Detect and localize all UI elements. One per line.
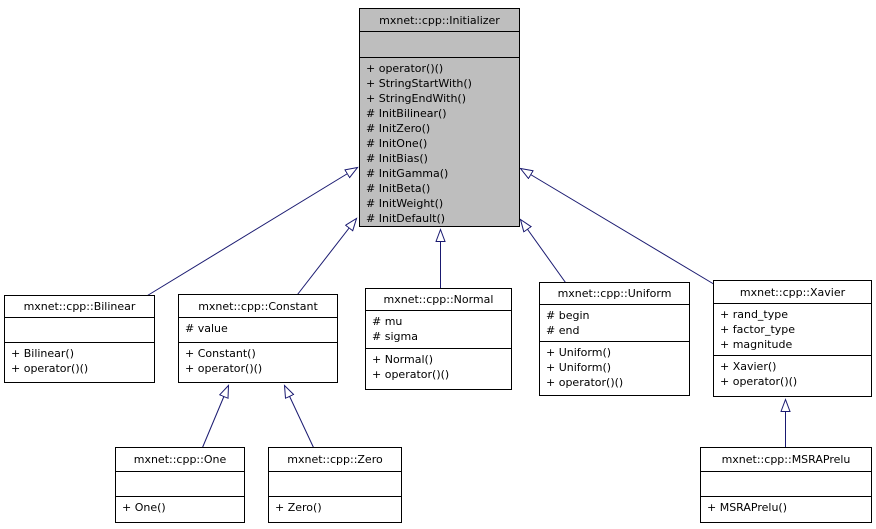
method-row: + operator()() xyxy=(11,362,89,375)
class-methods-compartment: + Normal() + operator()() xyxy=(366,349,511,389)
method-row: + operator()() xyxy=(185,362,263,375)
class-methods-compartment: + Bilinear() + operator()() xyxy=(5,343,154,382)
class-title: mxnet::cpp::Constant xyxy=(179,295,337,318)
class-node-bilinear[interactable]: mxnet::cpp::Bilinear+ Bilinear()+ operat… xyxy=(4,295,155,383)
class-attributes-compartment: # mu # sigma xyxy=(366,311,511,349)
method-row: # InitWeight() xyxy=(366,197,444,210)
method-row: + Constant() xyxy=(185,347,256,360)
class-node-msraprelu[interactable]: mxnet::cpp::MSRAPrelu+ MSRAPrelu() xyxy=(700,447,872,523)
attribute-row: # begin xyxy=(546,309,590,322)
class-attributes-compartment: + rand_type + factor_type + magnitude xyxy=(714,304,871,356)
method-row: + Bilinear() xyxy=(11,347,75,360)
method-row: + operator()() xyxy=(366,62,444,75)
method-row: # InitDefault() xyxy=(366,212,446,225)
class-attributes-compartment xyxy=(116,472,244,497)
inheritance-edge-xavier-to-initializer xyxy=(521,169,715,285)
class-title: mxnet::cpp::MSRAPrelu xyxy=(701,448,871,472)
attribute-row: # value xyxy=(185,322,228,335)
class-methods-compartment: + Constant() + operator()() xyxy=(179,343,337,382)
class-methods-compartment: + MSRAPrelu() xyxy=(701,497,871,522)
method-row: + StringEndWith() xyxy=(366,92,467,105)
attribute-row: + rand_type xyxy=(720,308,789,321)
method-row: + One() xyxy=(122,501,166,514)
method-row: # InitOne() xyxy=(366,137,428,150)
method-row: + Uniform() xyxy=(546,361,612,374)
class-title: mxnet::cpp::Bilinear xyxy=(5,296,154,318)
method-row: + Xavier() xyxy=(720,360,777,373)
attribute-row: # sigma xyxy=(372,330,418,343)
attribute-row: + factor_type xyxy=(720,323,796,336)
method-row: + Uniform() xyxy=(546,346,612,359)
class-node-normal[interactable]: mxnet::cpp::Normal# mu# sigma+ Normal()+… xyxy=(365,288,512,390)
class-node-zero[interactable]: mxnet::cpp::Zero+ Zero() xyxy=(268,447,402,523)
class-node-one[interactable]: mxnet::cpp::One+ One() xyxy=(115,447,245,523)
method-row: # InitBias() xyxy=(366,152,428,165)
class-node-xavier[interactable]: mxnet::cpp::Xavier+ rand_type+ factor_ty… xyxy=(713,280,872,397)
class-node-constant[interactable]: mxnet::cpp::Constant# value+ Constant()+… xyxy=(178,294,338,383)
class-attributes-compartment xyxy=(701,472,871,497)
method-row: + operator()() xyxy=(546,376,624,389)
class-methods-compartment: + operator()() + StringStartWith() + Strin… xyxy=(360,58,519,226)
class-title: mxnet::cpp::One xyxy=(116,448,244,472)
method-row: # InitZero() xyxy=(366,122,431,135)
class-node-uniform[interactable]: mxnet::cpp::Uniform# begin# end+ Uniform… xyxy=(539,282,690,396)
class-title: mxnet::cpp::Initializer xyxy=(360,9,519,32)
inheritance-edge-one-to-constant xyxy=(202,386,229,448)
class-title: mxnet::cpp::Xavier xyxy=(714,281,871,304)
class-attributes-compartment xyxy=(269,472,401,497)
class-methods-compartment: + Zero() xyxy=(269,497,401,522)
method-row: # InitGamma() xyxy=(366,167,449,180)
method-row: + Normal() xyxy=(372,353,434,366)
class-methods-compartment: + One() xyxy=(116,497,244,522)
class-attributes-compartment xyxy=(5,318,154,343)
method-row: + Zero() xyxy=(275,501,322,514)
class-title: mxnet::cpp::Zero xyxy=(269,448,401,472)
class-attributes-compartment xyxy=(360,32,519,58)
inheritance-edge-constant-to-initializer xyxy=(297,219,357,295)
inheritance-edge-bilinear-to-initializer xyxy=(147,168,358,296)
class-methods-compartment: + Xavier() + operator()() xyxy=(714,356,871,396)
inheritance-edge-uniform-to-initializer xyxy=(521,220,566,283)
inheritance-edge-zero-to-constant xyxy=(285,386,314,448)
method-row: + MSRAPrelu() xyxy=(707,501,788,514)
class-attributes-compartment: # begin # end xyxy=(540,305,689,342)
class-title: mxnet::cpp::Normal xyxy=(366,289,511,311)
attribute-row: + magnitude xyxy=(720,338,793,351)
method-row: # InitBilinear() xyxy=(366,107,447,120)
class-methods-compartment: + Uniform() + Uniform() + operator()() xyxy=(540,342,689,395)
method-row: + operator()() xyxy=(372,368,450,381)
method-row: # InitBeta() xyxy=(366,182,431,195)
attribute-row: # end xyxy=(546,324,580,337)
class-attributes-compartment: # value xyxy=(179,318,337,343)
method-row: + StringStartWith() xyxy=(366,77,472,90)
method-row: + operator()() xyxy=(720,375,798,388)
attribute-row: # mu xyxy=(372,315,403,328)
class-node-initializer[interactable]: mxnet::cpp::Initializer+ operator()()+ S… xyxy=(359,8,520,227)
class-title: mxnet::cpp::Uniform xyxy=(540,283,689,305)
